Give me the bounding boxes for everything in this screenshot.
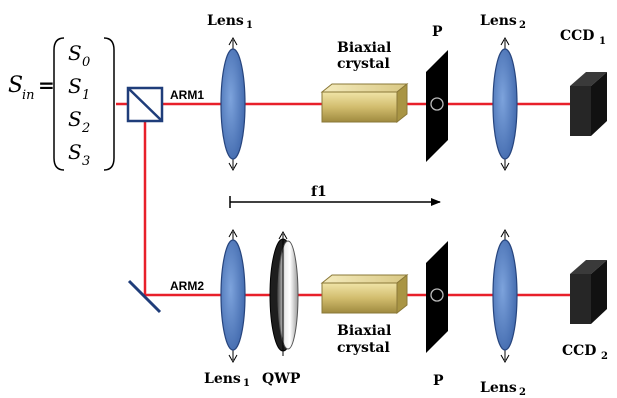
crystal-bottom-upper-face <box>320 274 409 284</box>
lens2-top <box>492 36 518 172</box>
ccd1-camera <box>570 72 607 136</box>
beam-splitter <box>126 86 164 123</box>
focal-length-marker <box>229 196 441 208</box>
crystal-top-front-face <box>321 91 398 123</box>
polarizer-top-label: P <box>432 24 443 40</box>
stokes-s2-sub: 2 <box>81 121 90 136</box>
stokes-s1: S <box>68 74 82 98</box>
lens2-bottom-label-sub: 2 <box>519 387 526 398</box>
lens2-bottom-arrow-down <box>500 354 510 364</box>
stokes-symbol-sub: in <box>22 88 35 103</box>
stokes-s2: S <box>68 107 82 131</box>
lens1-bottom <box>220 228 246 364</box>
mirror <box>127 279 162 314</box>
stokes-s3: S <box>68 140 82 164</box>
polarizer-top-plate <box>426 50 448 162</box>
ccd1-label-sub: 1 <box>599 36 606 47</box>
lens1-bottom-label-sub: 1 <box>243 378 250 389</box>
lens2-top-label-sub: 2 <box>519 20 526 31</box>
lens1-top-label: Lens <box>207 13 244 29</box>
ccd2-label: CCD <box>562 343 596 359</box>
lens2-top-body <box>492 48 518 160</box>
arm1-label: ARM1 <box>170 88 204 102</box>
biaxial-crystal-bottom <box>320 273 409 315</box>
lens1-bottom-body <box>220 239 246 351</box>
lens1-bottom-label: Lens <box>204 371 241 387</box>
polarizer-top <box>426 50 448 162</box>
lens1-top <box>220 36 246 172</box>
focal-label: f1 <box>311 184 327 200</box>
lens2-top-arrow-down <box>500 162 510 172</box>
ccd1-side-face <box>591 72 607 136</box>
beam-splitter-diagonal <box>127 87 163 122</box>
stokes-equals: = <box>38 73 55 97</box>
stokes-symbol: S <box>8 73 23 98</box>
lens1-top-arrow-down <box>228 162 238 172</box>
stokes-s0: S <box>68 41 82 65</box>
ccd2-side-face <box>591 260 607 324</box>
ccd1-label: CCD <box>560 28 594 44</box>
crystal-top-label-line1: Biaxial <box>337 40 391 56</box>
stokes-s1-sub: 1 <box>82 88 90 103</box>
ccd2-camera <box>570 260 607 324</box>
lens1-top-arrow-up <box>228 36 238 46</box>
qwp-arrow-up <box>278 230 288 240</box>
stokes-s0-sub: 0 <box>82 55 90 70</box>
ccd1-front-face <box>570 86 591 136</box>
lens2-top-label: Lens <box>480 13 517 29</box>
lens2-bottom-arrow-up <box>500 228 510 238</box>
lens1-top-body <box>220 48 246 160</box>
qwp-face <box>277 240 299 350</box>
ccd1-top-face <box>570 72 607 86</box>
polarizer-bottom <box>426 241 448 353</box>
polarizer-bottom-plate <box>426 241 448 353</box>
lens1-top-label-sub: 1 <box>246 20 253 31</box>
arm2-label: ARM2 <box>170 279 204 293</box>
lens1-bottom-arrow-up <box>228 228 238 238</box>
quarter-wave-plate <box>269 230 299 356</box>
crystal-bottom-label-line2: crystal <box>337 340 390 356</box>
lens1-bottom-arrow-down <box>228 354 238 364</box>
ccd2-front-face <box>570 274 591 324</box>
polarizer-bottom-ring <box>430 288 444 302</box>
crystal-top-label-line2: crystal <box>337 56 390 72</box>
lens2-bottom-body <box>492 239 518 351</box>
ccd2-top-face <box>570 260 607 274</box>
crystal-bottom-front-face <box>321 282 398 314</box>
crystal-top-upper-face <box>320 83 409 93</box>
biaxial-crystal-top <box>320 82 409 124</box>
lens2-top-arrow-up <box>500 36 510 46</box>
stokes-s3-sub: 3 <box>82 154 90 169</box>
polarizer-bottom-label: P <box>433 373 444 389</box>
stokes-vector: S in = S 0 S 1 S 2 S 3 <box>8 37 115 171</box>
lens2-bottom-label: Lens <box>480 380 517 396</box>
polarizer-top-ring <box>430 97 444 111</box>
crystal-bottom-label-line1: Biaxial <box>337 323 391 339</box>
ccd2-label-sub: 2 <box>601 351 608 362</box>
lens2-bottom <box>492 228 518 364</box>
left-bracket <box>53 37 65 171</box>
right-bracket <box>103 37 115 171</box>
qwp-label: QWP <box>262 371 301 387</box>
